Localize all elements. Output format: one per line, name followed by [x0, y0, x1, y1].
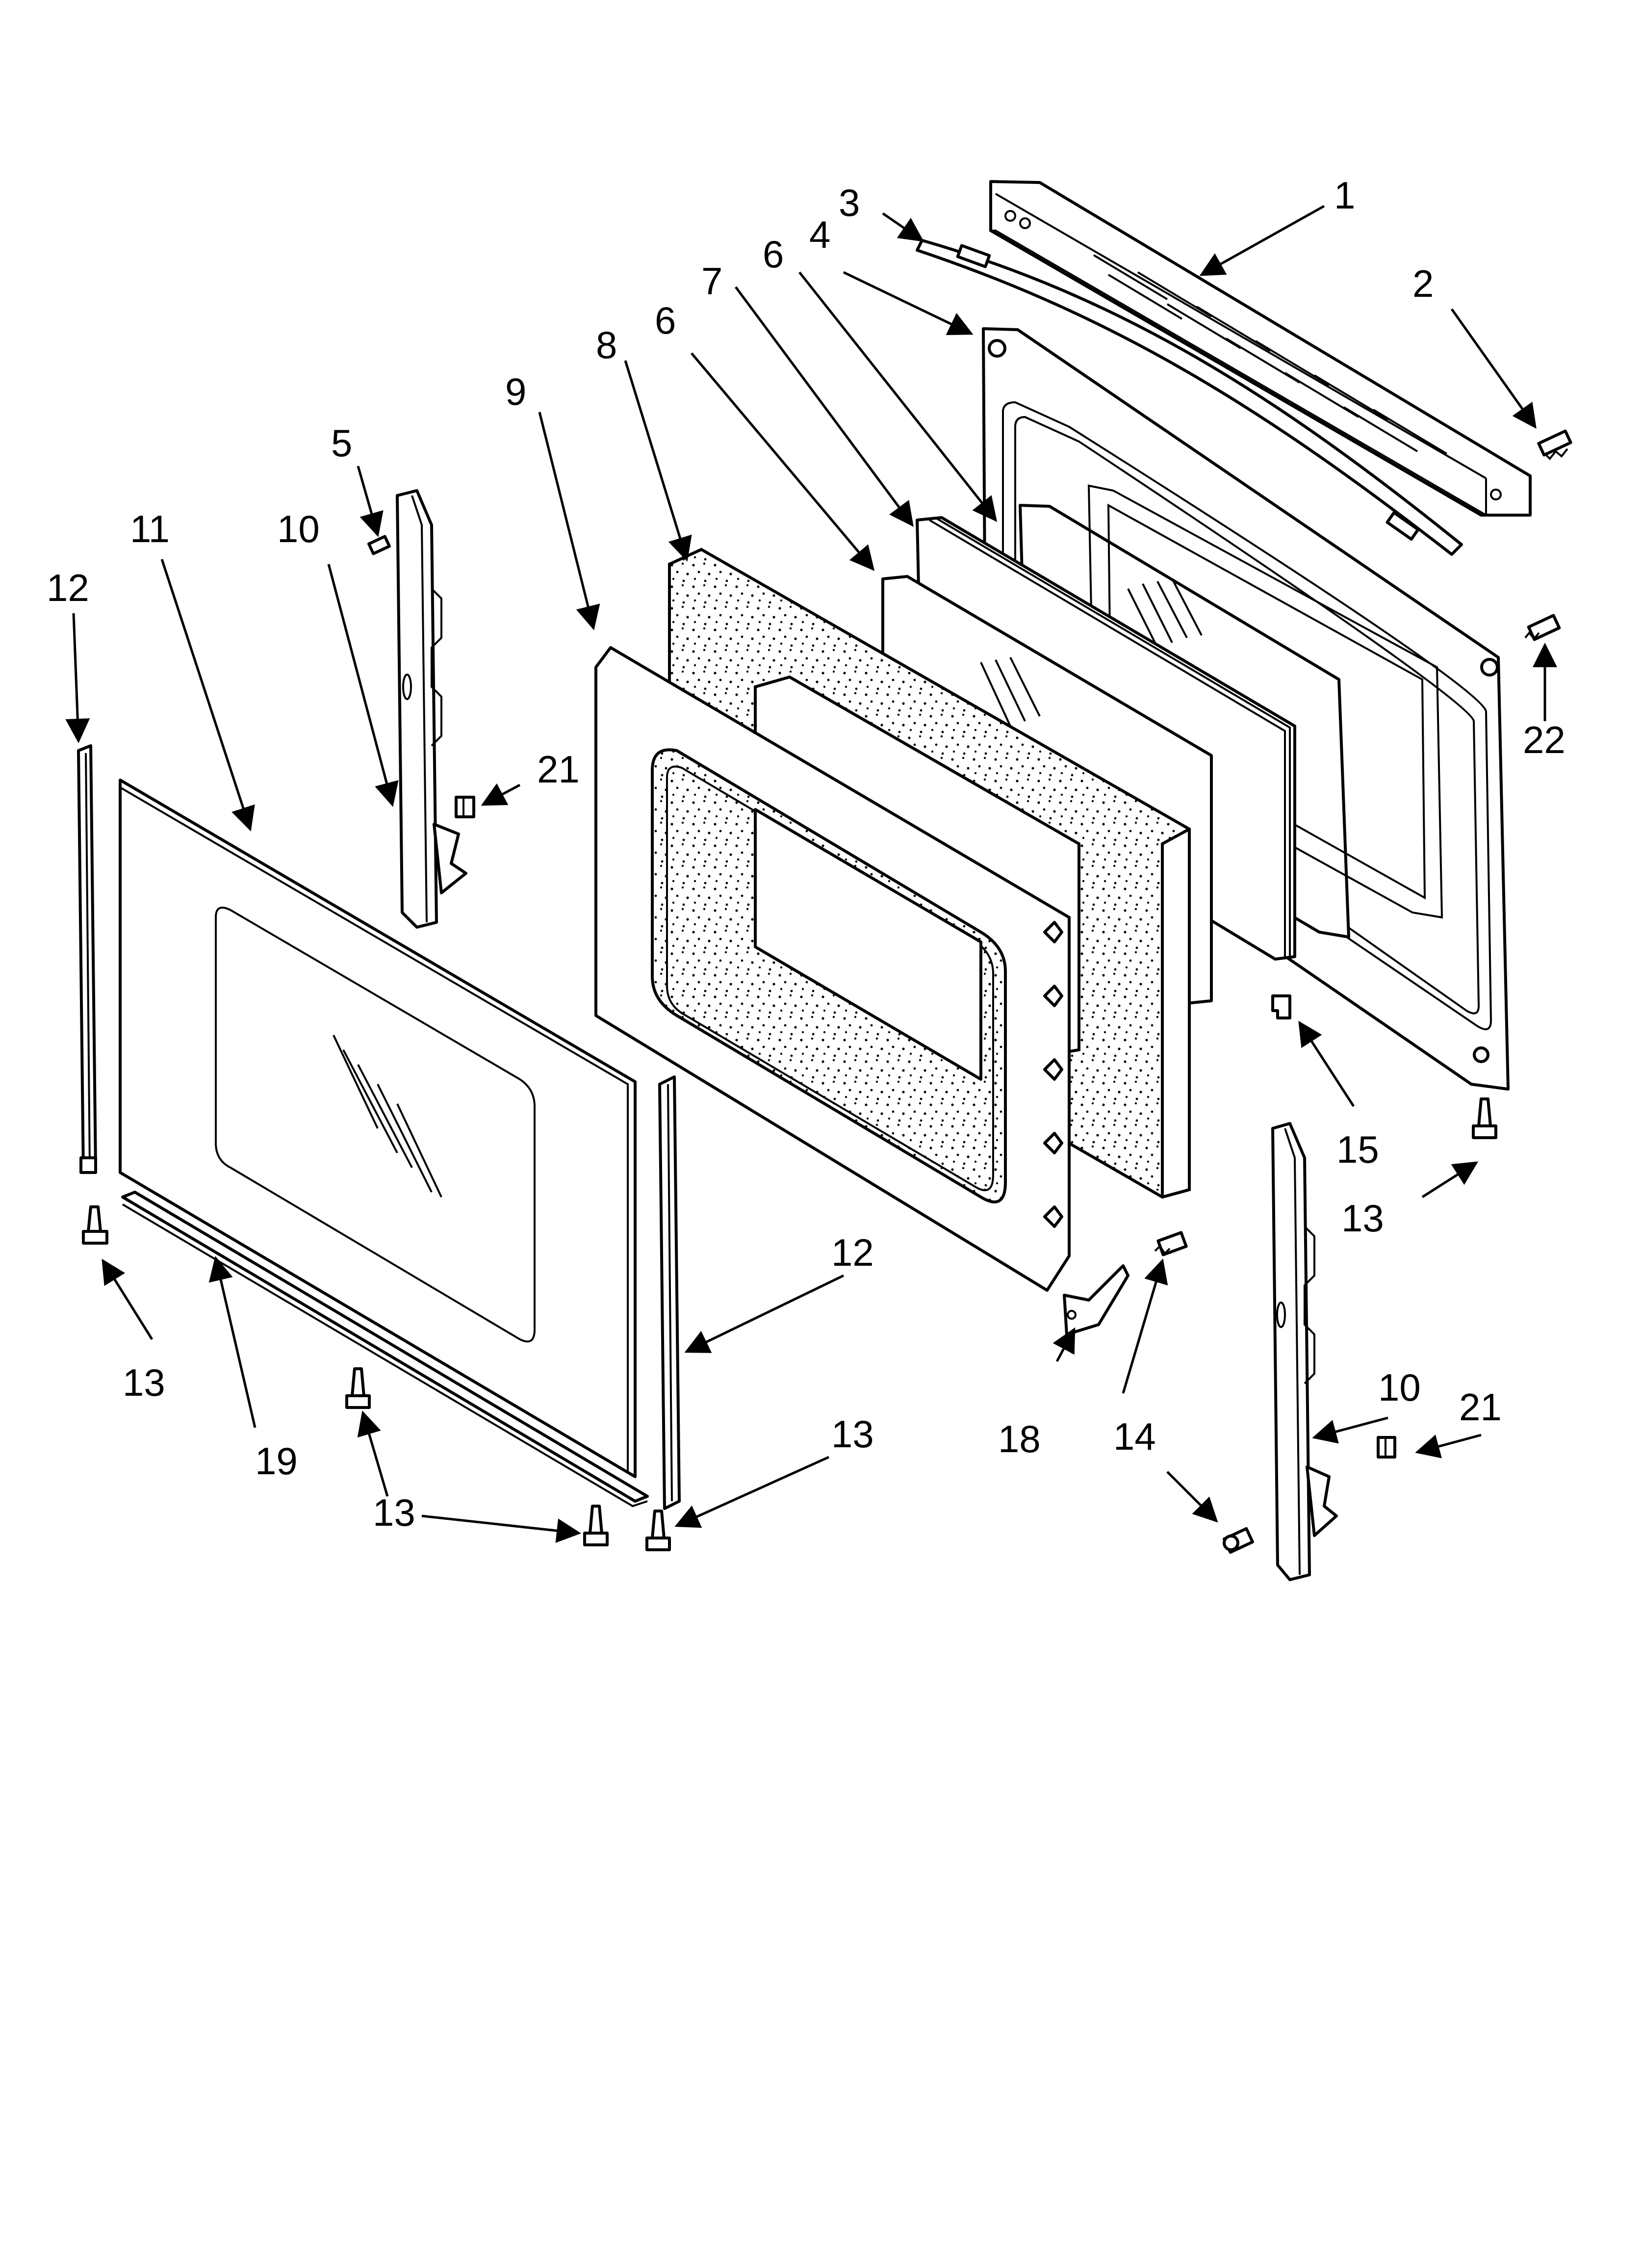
part-2-screw — [1537, 429, 1572, 460]
part-5-screw — [367, 535, 391, 555]
callout-13-mid-right: 13 — [831, 1412, 874, 1456]
part-15-clip — [1271, 994, 1291, 1019]
part-22-screw — [1524, 614, 1561, 641]
callout-5: 5 — [331, 421, 352, 465]
part-9-door-frame — [594, 646, 1071, 1292]
callout-11: 11 — [130, 507, 170, 550]
part-18-bracket — [1063, 1264, 1129, 1336]
part-19-bottom-trim — [121, 1191, 649, 1508]
callout-7: 7 — [701, 260, 722, 303]
callout-8: 8 — [596, 323, 617, 366]
callout-3: 3 — [839, 181, 860, 224]
callout-12-left: 12 — [47, 566, 89, 609]
part-14-screw-bottom — [1223, 1527, 1254, 1554]
part-13-screw-left — [82, 1205, 108, 1245]
callout-12-right: 12 — [831, 1231, 874, 1274]
callout-22: 22 — [1523, 718, 1565, 761]
callout-13-left: 13 — [123, 1361, 165, 1404]
callout-6-upper: 6 — [763, 233, 784, 276]
part-13-screw-right-center — [645, 1510, 671, 1551]
callout-19: 19 — [255, 1439, 298, 1483]
callout-21-left: 21 — [537, 748, 580, 791]
callout-4: 4 — [809, 213, 830, 256]
part-21-clip-right — [1377, 1436, 1396, 1459]
leader-lines — [65, 205, 1557, 1543]
callout-6-lower: 6 — [655, 299, 676, 342]
part-14-screw-top — [1154, 1231, 1188, 1256]
part-12-left-side-trim — [77, 744, 97, 1174]
callout-13-center: 13 — [373, 1491, 415, 1534]
callout-13-right: 13 — [1341, 1197, 1384, 1240]
part-1-vent-trim — [989, 180, 1532, 517]
part-12-right-side-trim — [658, 1075, 681, 1510]
part-13-screw-center — [345, 1367, 371, 1409]
callout-1: 1 — [1334, 174, 1355, 217]
part-13-screw-right — [1472, 1097, 1497, 1139]
callout-21-right: 21 — [1459, 1385, 1502, 1429]
callout-2: 2 — [1412, 262, 1434, 305]
callout-14: 14 — [1113, 1415, 1156, 1458]
part-13-screw-mid — [583, 1505, 609, 1546]
part-10-right-hinge — [1271, 1122, 1338, 1581]
callout-15: 15 — [1336, 1128, 1379, 1171]
part-21-clip-left — [455, 796, 475, 818]
callout-9: 9 — [505, 370, 526, 413]
part-3-door-handle — [916, 239, 1463, 556]
callout-18: 18 — [998, 1417, 1041, 1460]
part-11-outer-door-panel — [119, 779, 637, 1478]
part-10-left-hinge — [396, 489, 467, 929]
callout-10-left: 10 — [277, 507, 320, 550]
callout-labels: 1 2 3 4 5 6 6 7 8 9 10 10 11 12 12 13 13… — [47, 174, 1565, 1534]
callout-10-right: 10 — [1378, 1366, 1421, 1409]
